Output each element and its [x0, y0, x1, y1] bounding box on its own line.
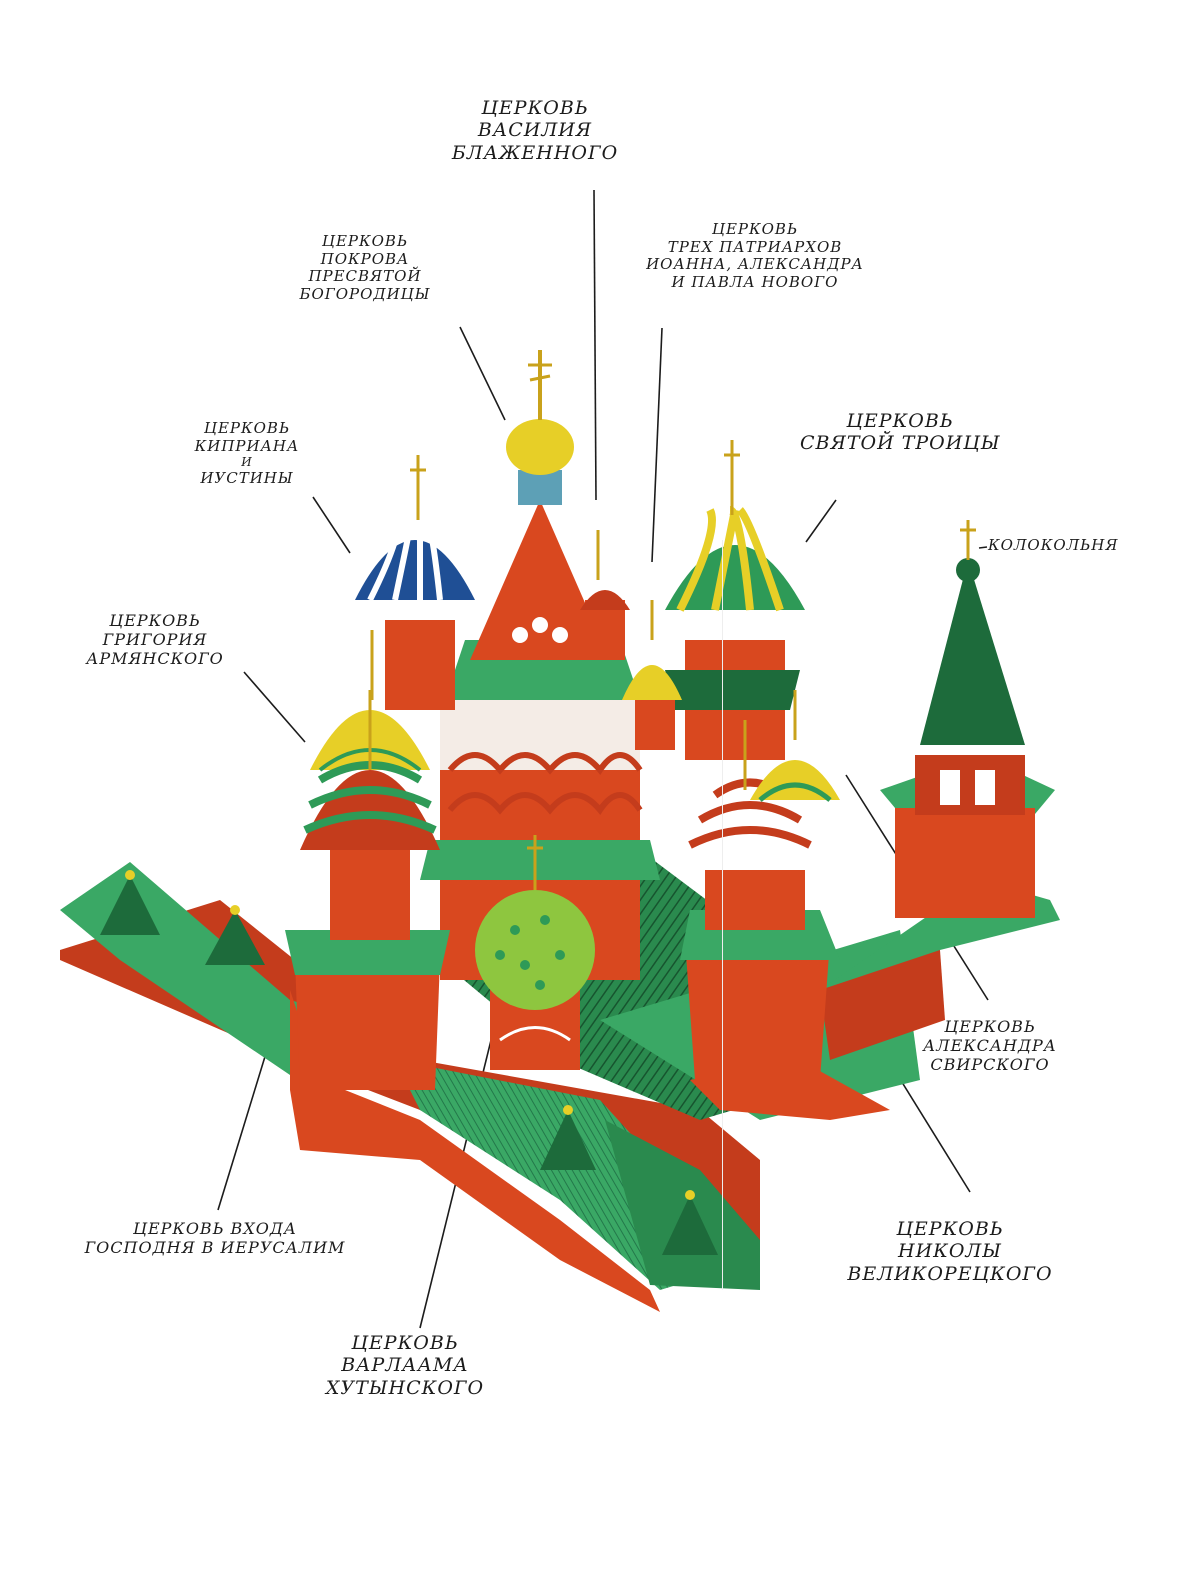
dome-front-green	[475, 835, 595, 1070]
label-varlaama: ЦерковьВарлаамаХутынского	[325, 1332, 485, 1399]
central-tent	[420, 350, 660, 980]
dome-red-green	[285, 690, 450, 1090]
dome-small-yellow	[622, 600, 682, 750]
label-nikoly: ЦерковьНиколыВеликорецкого	[847, 1218, 1053, 1285]
porch-tents	[100, 870, 718, 1255]
label-pokrova: ЦерковьПокроваПресвятойБогородицы	[299, 232, 431, 304]
label-vkhoda: Церковь входаГосподня в Иерусалим	[84, 1219, 346, 1257]
label-kipriana: ЦерковьКиприанаиИустины	[194, 419, 300, 487]
leader-trekh	[651, 327, 663, 563]
label-kolokolnya: Колокольня	[988, 536, 1119, 554]
leader-kipriana	[312, 496, 351, 554]
bell-tower	[880, 520, 1055, 918]
dome-small-red	[580, 530, 630, 660]
leader-pokrova	[459, 326, 506, 421]
leader-troitsy	[805, 499, 837, 543]
dome-green-stripe	[665, 440, 805, 760]
label-troitsy: ЦерковьСвятой Троицы	[800, 410, 1001, 455]
page-fold	[722, 540, 723, 1290]
dome-right-yellow	[750, 690, 840, 802]
label-aleksandra: ЦерковьАлександраСвирского	[923, 1017, 1057, 1074]
leader-kolokolnya	[978, 546, 988, 549]
leader-grigoriya	[243, 671, 306, 743]
label-vasiliya: ЦерковьВасилияБлаженного	[451, 97, 619, 164]
label-trekh: ЦерковьТрех патриарховИоанна, Александра…	[646, 220, 864, 292]
leader-vasiliya	[593, 189, 597, 501]
label-grigoriya: ЦерковьГригорияАрмянского	[86, 611, 224, 668]
dome-blue	[355, 455, 475, 710]
leader-vkhoda	[217, 1049, 268, 1211]
dome-white-red	[680, 720, 840, 1080]
